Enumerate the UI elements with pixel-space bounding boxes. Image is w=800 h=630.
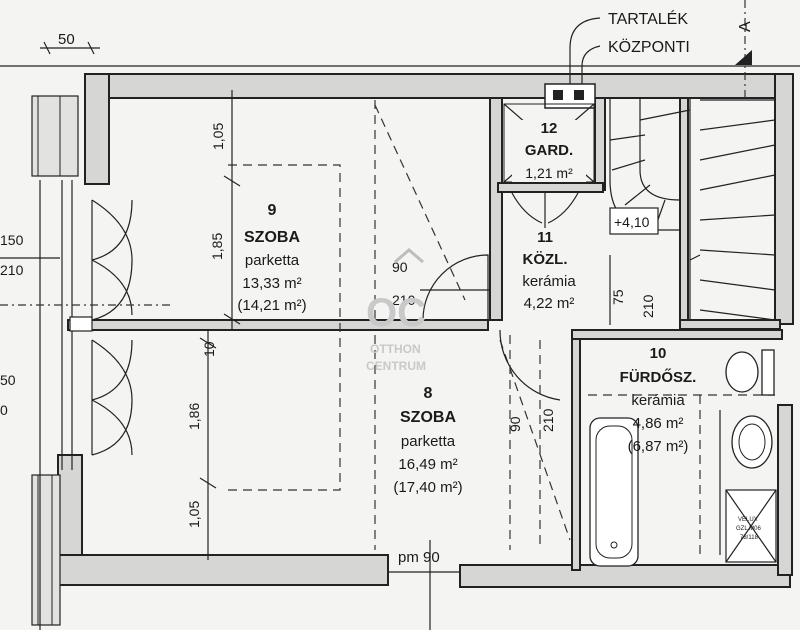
top-dimension: 50 — [0, 31, 800, 67]
pm-label: pm 90 — [398, 549, 440, 566]
room-12-label: 12 GARD. 1,21 m² — [525, 120, 573, 181]
dim-185: 1,85 — [209, 233, 225, 260]
room8-name: SZOBA — [400, 409, 456, 426]
door-wardrobe — [511, 192, 579, 228]
room11-name: KÖZL. — [523, 251, 568, 268]
door8-height: 210 — [540, 408, 556, 432]
dim-left-150: 150 — [0, 232, 24, 248]
room8-area: 16,49 m² — [398, 456, 457, 473]
watermark: OC OTTHON CENTRUM — [366, 248, 426, 373]
room10-floor: kerámia — [631, 392, 685, 409]
room9-floor: parketta — [245, 252, 300, 269]
room12-area: 1,21 m² — [525, 165, 573, 181]
room10-area: 4,86 m² — [633, 415, 684, 432]
left-dimensions: 150 210 50 0 — [0, 232, 60, 418]
section-marker: A — [735, 0, 754, 100]
dim-left-0: 0 — [0, 402, 8, 418]
opening-bottom: pm 90 — [388, 540, 460, 630]
door9-width: 90 — [392, 259, 408, 275]
dim-105-bot: 1,05 — [186, 501, 202, 528]
outer-walls — [57, 73, 794, 588]
dim-186: 1,86 — [186, 403, 202, 430]
room9-number: 9 — [268, 202, 277, 219]
room10-number: 10 — [650, 345, 667, 362]
staircase: +4,10 — [609, 98, 776, 321]
annotation-line2: KÖZPONTI — [608, 38, 690, 56]
watermark-logo: OC — [366, 291, 426, 335]
room12-name: GARD. — [525, 142, 573, 159]
room11-floor: kerámia — [522, 273, 576, 290]
door11-width: 75 — [610, 289, 626, 305]
room9-name: SZOBA — [244, 229, 300, 246]
projection-lines — [228, 100, 775, 560]
dimension-50: 50 — [58, 31, 75, 48]
door11-height: 210 — [640, 294, 656, 318]
watermark-line1: OTTHON — [370, 342, 421, 356]
room8-number: 8 — [424, 385, 433, 402]
level-mark: +4,10 — [614, 214, 650, 230]
annotation-line1: TARTALÉK — [608, 9, 688, 28]
room-9-label: 9 SZOBA parketta 13,33 m² (14,21 m²) — [237, 202, 306, 314]
room-10-label: 10 FÜRDŐSZ. kerámia 4,86 m² (6,87 m²) — [620, 345, 697, 455]
room-11-label: 11 KÖZL. kerámia 4,22 m² — [522, 229, 576, 312]
room11-number: 11 — [537, 229, 553, 246]
room-8-label: 8 SZOBA parketta 16,49 m² (17,40 m²) — [393, 385, 462, 496]
door-11-10: 75 210 — [609, 255, 656, 325]
room9-area-gross: (14,21 m²) — [237, 297, 306, 314]
room9-area: 13,33 m² — [242, 275, 301, 292]
section-marker-label: A — [737, 21, 754, 32]
reserve-annotation: TARTALÉK KÖZPONTI — [544, 9, 690, 109]
vertical-dimensions: 1,05 1,85 10 1,86 1,05 — [186, 90, 241, 560]
room10-area-gross: (6,87 m²) — [628, 438, 689, 455]
room11-area: 4,22 m² — [524, 295, 575, 312]
door9-height: 210 — [392, 292, 416, 308]
door-8: 90 210 — [499, 329, 561, 432]
wardrobe — [503, 103, 595, 183]
dim-left-50: 50 — [0, 372, 16, 388]
room12-number: 12 — [541, 120, 558, 137]
dim-10: 10 — [201, 341, 217, 357]
velux-line2: GZL M06 — [736, 526, 761, 532]
left-windows — [0, 95, 170, 630]
door8-width: 90 — [507, 416, 523, 432]
room8-area-gross: (17,40 m²) — [393, 479, 462, 496]
velux-line3: 78/118 — [740, 535, 759, 541]
dim-105-top: 1,05 — [210, 123, 226, 150]
watermark-line2: CENTRUM — [366, 359, 426, 373]
velux-line1: VELUX — [738, 517, 758, 523]
room8-floor: parketta — [401, 433, 456, 450]
dim-left-210: 210 — [0, 262, 24, 278]
bathroom-fixtures: VELUX GZL M06 78/118 — [589, 349, 777, 567]
room10-name: FÜRDŐSZ. — [620, 368, 697, 386]
